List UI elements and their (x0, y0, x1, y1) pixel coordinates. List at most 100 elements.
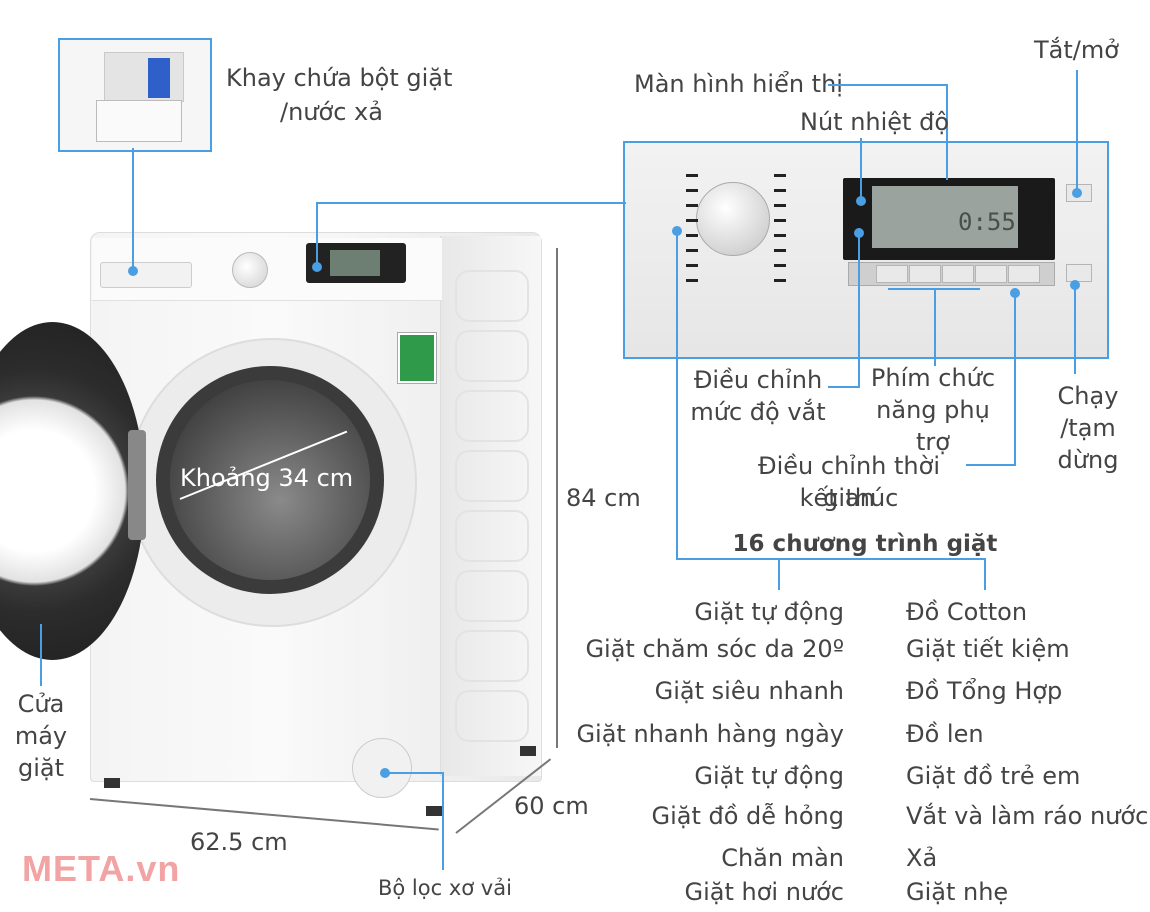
drum (170, 380, 370, 580)
endtime-callout-line (1014, 292, 1016, 466)
temp-button-label: Nút nhiệt độ (800, 108, 950, 136)
height-dimension-line (556, 248, 558, 748)
extra-rinse-button[interactable] (942, 265, 974, 283)
program-tick (686, 234, 698, 237)
program-right: Giặt tiết kiệm (906, 635, 1070, 663)
programs-callout-line (676, 230, 678, 560)
spin-callout-line (828, 386, 860, 388)
programs-title: 16 chương trình giặt (732, 531, 998, 557)
detergent-drawer[interactable] (100, 262, 192, 288)
machine-foot (426, 806, 442, 816)
program-tick (686, 264, 698, 267)
program-tick (774, 189, 786, 192)
start-pause-label-2: /tạm dừng (1057, 414, 1119, 474)
program-right: Giặt đồ trẻ em (906, 762, 1081, 790)
power-label: Tắt/mở (1034, 36, 1119, 64)
program-tick (774, 204, 786, 207)
temp-callout-line (860, 138, 862, 200)
side-rib (455, 270, 529, 322)
end-time-label-2: kết thúc (799, 484, 899, 512)
door-label-1: Cửa (17, 690, 65, 718)
end-time-button[interactable] (1008, 265, 1040, 283)
side-rib (455, 690, 529, 742)
program-right: Xả (906, 844, 938, 872)
aux-function-label-1: Phím chức (870, 364, 996, 392)
programs-callout-dot (672, 226, 682, 236)
machine-foot (104, 778, 120, 788)
tray-cup (148, 58, 170, 98)
program-tick (774, 249, 786, 252)
program-tick (686, 174, 698, 177)
program-tick (686, 204, 698, 207)
program-left: Giặt đồ dễ hỏng (651, 802, 844, 830)
prewash-button[interactable] (876, 265, 908, 283)
program-right: Đồ Cotton (906, 598, 1028, 626)
program-tick (774, 279, 786, 282)
panel-lcd (872, 186, 1018, 248)
program-left: Chăn màn (721, 844, 844, 872)
display-label: Màn hình hiển thị (634, 70, 843, 98)
temp-callout-dot (856, 196, 866, 206)
depth-label: 60 cm (514, 792, 589, 820)
program-tick (686, 279, 698, 282)
panel-link-line (316, 202, 318, 266)
door-hinge (128, 430, 146, 540)
programs-callout-line (676, 558, 986, 560)
program-left: Giặt nhanh hàng ngày (576, 720, 844, 748)
brand-logo: META.vn (22, 848, 181, 889)
height-label: 84 cm (566, 484, 641, 512)
start-pause-button[interactable] (1066, 264, 1092, 282)
panel-link-dot (312, 262, 322, 272)
machine-display-screen (330, 250, 380, 276)
programs-callout-line (778, 558, 780, 590)
filter-callout-dot (380, 768, 390, 778)
side-rib (455, 510, 529, 562)
program-right: Vắt và làm ráo nước (906, 802, 1149, 830)
tray-callout-line (132, 148, 134, 270)
spin-callout-line (858, 228, 860, 388)
program-right: Đồ Tổng Hợp (906, 677, 1063, 705)
filter-callout-line (442, 772, 444, 870)
endtime-callout-line (966, 464, 1016, 466)
programs-callout-line (984, 558, 986, 590)
program-left: Giặt tự động (694, 762, 844, 790)
aux-callout-line (934, 288, 936, 366)
program-tick (686, 249, 698, 252)
detergent-tray-label-1: Khay chứa bột giặt (226, 64, 453, 92)
door-label-3: giặt (17, 754, 65, 782)
detergent-tray-thumbnail (58, 38, 212, 152)
open-door[interactable] (0, 322, 145, 660)
program-left: Giặt tự động (694, 598, 844, 626)
side-rib (455, 390, 529, 442)
start-callout-line (1074, 284, 1076, 374)
endtime-callout-dot (1010, 288, 1020, 298)
display-callout-line (946, 84, 948, 180)
panel-program-dial[interactable] (696, 182, 770, 256)
program-knob[interactable] (232, 252, 268, 288)
machine-side (440, 236, 541, 776)
night-mode-button[interactable] (975, 265, 1007, 283)
spin-callout-dot (854, 228, 864, 238)
start-pause-label-1: Chạy (1057, 382, 1119, 410)
energy-label (398, 333, 436, 383)
spin-adjust-label-2: mức độ vắt (690, 398, 826, 426)
program-right: Đồ len (906, 720, 984, 748)
side-rib (455, 570, 529, 622)
machine-foot (520, 746, 536, 756)
filter-callout-line (384, 772, 444, 774)
program-tick (686, 189, 698, 192)
program-right: Giặt nhẹ (906, 878, 1009, 906)
program-tick (774, 219, 786, 222)
drum-diameter-label: Khoảng 34 cm (180, 464, 354, 492)
tray-slot (104, 52, 184, 102)
power-callout-line (1076, 70, 1078, 192)
program-tick (686, 219, 698, 222)
power-callout-dot (1072, 188, 1082, 198)
quick-wash-button[interactable] (909, 265, 941, 283)
panel-lcd-time: 0:55 (958, 208, 1016, 236)
program-left: Giặt siêu nhanh (654, 677, 844, 705)
filter-label: Bộ lọc xơ vải (378, 876, 512, 900)
panel-link-line (316, 202, 626, 204)
program-tick (774, 234, 786, 237)
start-callout-dot (1070, 280, 1080, 290)
